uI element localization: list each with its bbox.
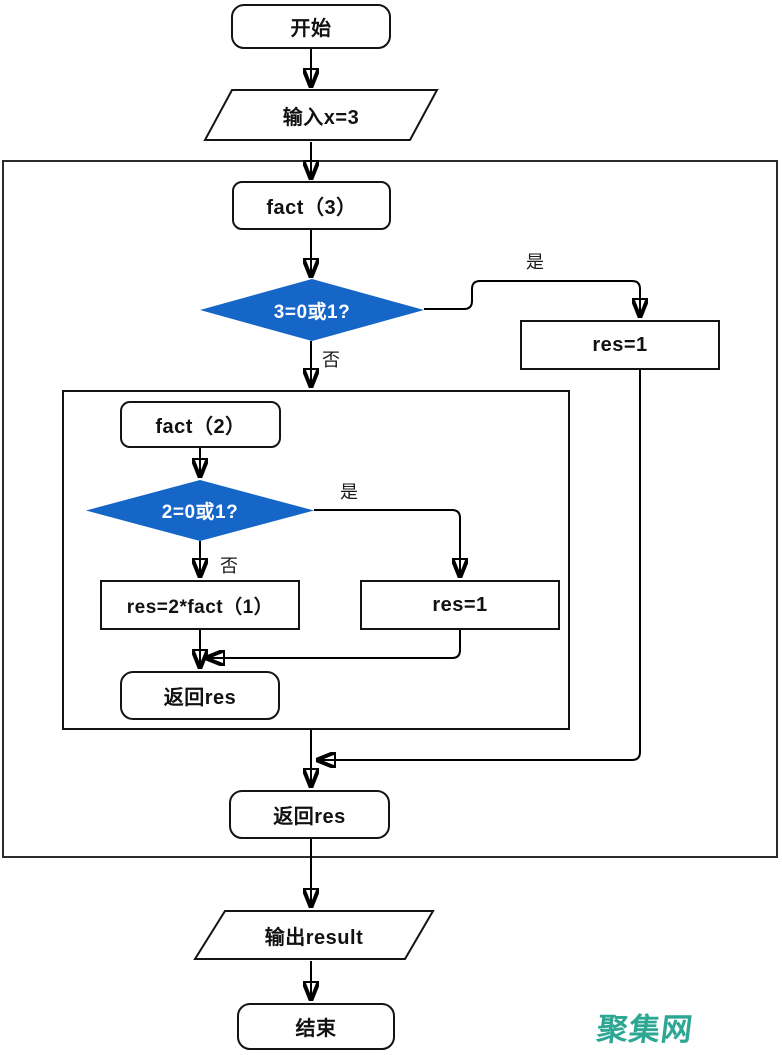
return-inner-node: 返回res	[120, 671, 280, 720]
res1-right-label: res=1	[592, 333, 648, 356]
fact3-node: fact（3）	[232, 181, 391, 230]
res1-inner-label: res=1	[432, 593, 488, 616]
output-node-label: 输出result	[264, 926, 364, 949]
decision3-yes-label: 是	[524, 252, 546, 272]
fact3-node-label: fact（3）	[266, 197, 357, 219]
res2fact1-node: res=2*fact（1）	[100, 580, 300, 630]
input-node-label: 输入x=3	[282, 106, 360, 129]
outer-recursion-box	[2, 160, 778, 858]
return-outer-label: 返回res	[273, 806, 346, 828]
decision2-label: 2=0或1?	[161, 502, 239, 523]
end-node-label: 结束	[295, 1018, 337, 1040]
res2fact1-label: res=2*fact（1）	[126, 596, 274, 618]
decision3-label: 3=0或1?	[273, 301, 351, 323]
watermark-text: 聚集网	[594, 1012, 696, 1047]
input-parallelogram-shape	[203, 89, 439, 141]
fact2-node-label: fact（2）	[155, 416, 246, 438]
end-node: 结束	[237, 1003, 395, 1050]
res1-inner-node: res=1	[360, 580, 560, 630]
return-outer-node: 返回res	[229, 790, 390, 839]
res1-right-node: res=1	[520, 320, 720, 370]
fact2-node: fact（2）	[120, 401, 281, 448]
decision3-no-label: 否	[320, 350, 342, 370]
input-node: 输入x=3	[203, 88, 439, 142]
start-node: 开始	[231, 4, 391, 49]
decision2-yes-label: 是	[338, 482, 360, 502]
output-node: 输出result	[193, 909, 435, 961]
start-node-label: 开始	[290, 18, 332, 40]
return-inner-label: 返回res	[163, 687, 237, 709]
output-parallelogram-shape	[193, 910, 435, 960]
decision2-no-label: 否	[218, 556, 240, 576]
